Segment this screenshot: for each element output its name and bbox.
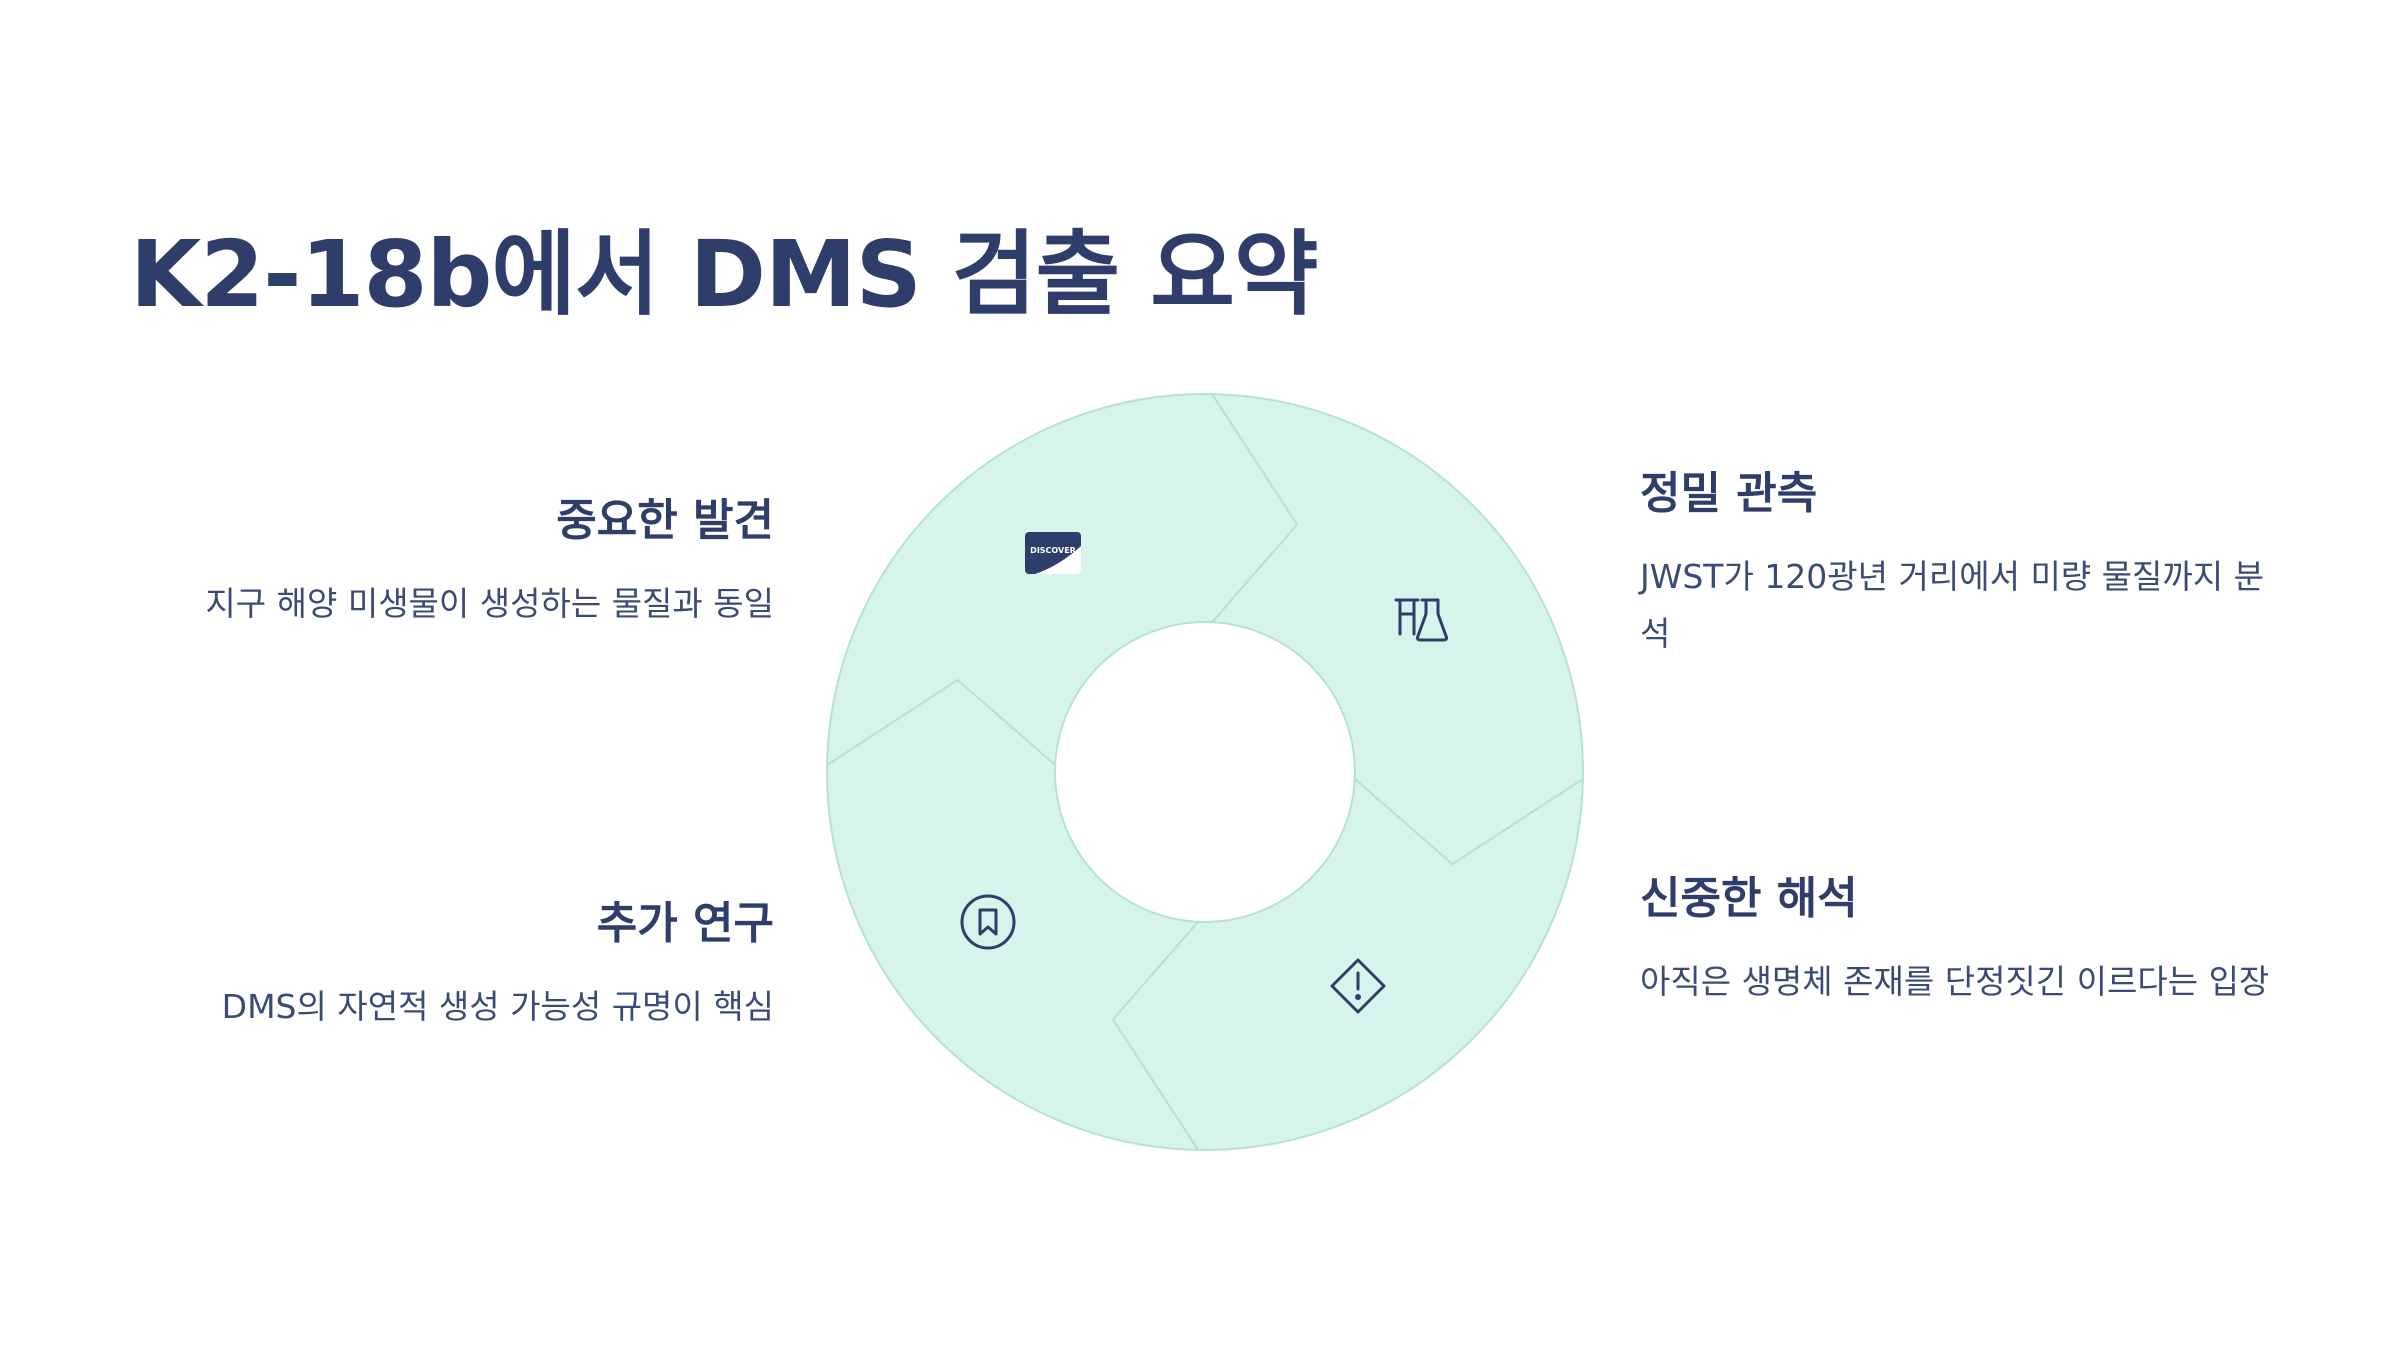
discover-card-icon: DISCOVER [1025, 532, 1081, 574]
item-precise-observation: 정밀 관측 JWST가 120광년 거리에서 미량 물질까지 분석 [1640, 468, 2280, 662]
item-description: 지구 해양 미생물이 생성하는 물질과 동일 [205, 583, 774, 623]
discover-card-label: DISCOVER [1030, 546, 1076, 555]
flask-icon [1394, 598, 1449, 642]
segment-careful-interpretation [1111, 776, 1584, 1151]
item-description: DMS의 자연적 생성 가능성 규명이 핵심 [221, 986, 774, 1026]
page-title: K2-18b에서 DMS 검출 요약 [130, 221, 1318, 328]
item-heading: 중요한 발견 [556, 495, 774, 546]
warning-diamond-icon [1330, 958, 1386, 1014]
item-heading: 정밀 관측 [1640, 468, 1818, 519]
item-further-research: 추가 연구 DMS의 자연적 생성 가능성 규명이 핵심 [134, 898, 774, 1036]
segment-precise-observation [1209, 393, 1584, 866]
item-description: JWST가 120광년 거리에서 미량 물질까지 분석 [1640, 556, 2264, 653]
item-important-finding: 중요한 발견 지구 해양 미생물이 생성하는 물질과 동일 [134, 495, 774, 633]
bookmark-circle-icon [960, 894, 1016, 950]
item-heading: 추가 연구 [596, 898, 774, 949]
segment-important-finding [826, 393, 1299, 768]
item-heading: 신중한 해석 [1640, 873, 1858, 924]
item-description: 아직은 생명체 존재를 단정짓긴 이르다는 입장 [1640, 961, 2270, 1001]
item-careful-interpretation: 신중한 해석 아직은 생명체 존재를 단정짓긴 이르다는 입장 [1640, 873, 2280, 1011]
